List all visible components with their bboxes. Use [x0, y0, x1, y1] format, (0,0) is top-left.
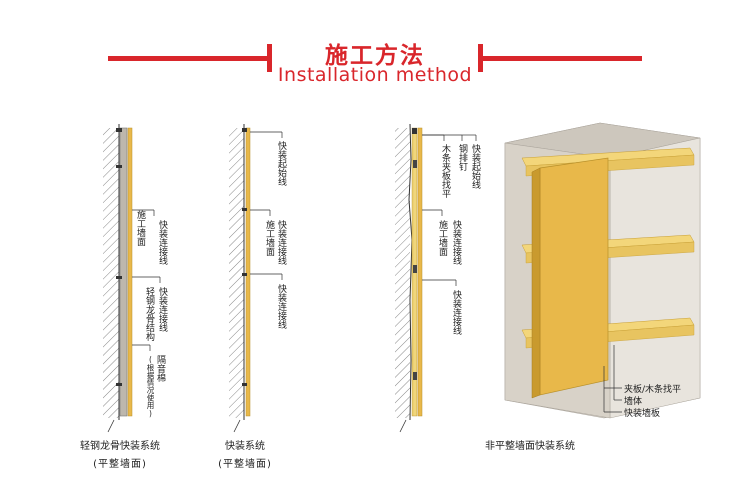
diagram1-label-insulation: 隔音棉: [155, 355, 165, 382]
diagram1-label-connector-line: 快装连接线: [157, 220, 167, 265]
diagram3-section: [395, 123, 477, 433]
diagram2-wall-hatch: [229, 128, 244, 418]
diagram3-label-start-line: 快装起始线: [470, 144, 480, 189]
diagram4-label-wall-body: 墙体: [624, 397, 643, 407]
diagram4-wall-right: [609, 137, 701, 419]
diagram1-label-insulation-note: (根据情况使用): [146, 355, 155, 418]
diagram3-label-wood-strip: 木条夹板找平: [440, 144, 450, 198]
diagram3-label-steel-nail: 钢排钉: [457, 144, 467, 171]
diagram2-label-connector-line-2: 快装连接线: [276, 284, 286, 329]
diagram2-label-start-line: 快装起始线: [276, 141, 286, 186]
header-left-rule: [108, 56, 268, 61]
diagram1-label-construction-wall: 施工墙面: [135, 210, 145, 246]
diagram1-caption: 轻钢龙骨快装系统: [80, 441, 160, 452]
diagram1-panel: [127, 127, 133, 417]
page-title: 施工方法: [325, 43, 425, 69]
diagram4-panel-front: [539, 157, 609, 396]
diagram3-panel: [417, 127, 423, 417]
diagram4-label-panel: 快装墙板: [624, 409, 661, 419]
page-subtitle: Installation method: [277, 64, 473, 86]
header-left-bracket: [267, 44, 272, 72]
diagram1-caption-sub: (平整墙面): [93, 459, 147, 470]
diagram1-wall-hatch: [103, 128, 119, 418]
diagram3-label-construction-wall: 施工墙面: [437, 220, 447, 256]
diagram3-label-connector-line: 快装连接线: [451, 220, 461, 265]
diagram2-caption-sub: (平整墙面): [218, 459, 272, 470]
diagram4-panel-side: [531, 167, 541, 399]
diagram1-label-steel-frame: 轻钢龙骨结构: [144, 287, 154, 341]
diagram2-panel: [245, 127, 251, 417]
diagram2-label-construction-wall: 施工墙面: [264, 220, 274, 256]
diagram1-steel-frame: [119, 127, 128, 417]
diagram2-caption: 快装系统: [225, 441, 265, 452]
diagram3-wall-hatch: [395, 128, 410, 418]
diagram4-label-plywood: 夹板/木条找平: [624, 385, 682, 395]
diagram2-label-connector-line: 快装连接线: [276, 220, 286, 265]
header-right-rule: [482, 56, 642, 61]
diagram3-caption: 非平整墙面快装系统: [485, 441, 575, 452]
diagram3-label-connector-line-2: 快装连接线: [451, 290, 461, 335]
diagram1-section: [103, 124, 161, 433]
diagram1-label-connector-line-2: 快装连接线: [157, 287, 167, 332]
diagram4-iso-view: [502, 122, 701, 420]
header-right-bracket: [478, 44, 483, 72]
diagram2-section: [229, 124, 283, 433]
